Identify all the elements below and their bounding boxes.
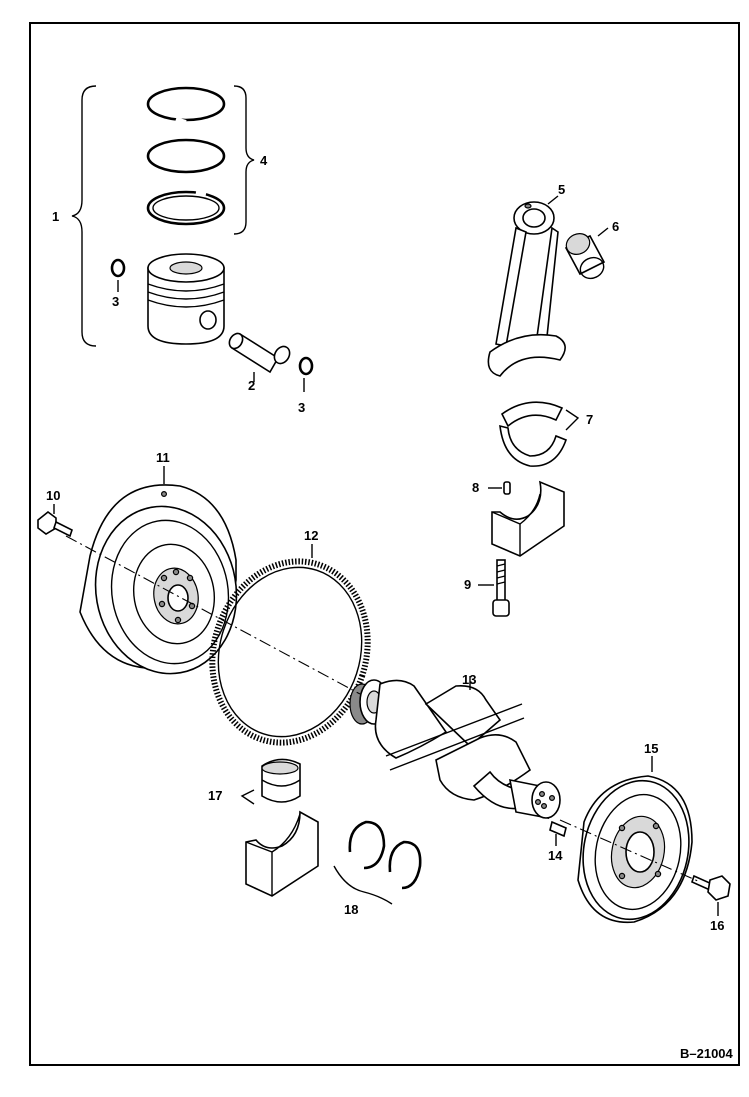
callout-2: 2: [248, 378, 255, 393]
small-end-bushing: [564, 227, 609, 280]
callout-9: 9: [464, 577, 471, 592]
figure-reference: B–21004: [680, 1046, 734, 1061]
snap-ring-left: [110, 258, 126, 292]
crankshaft-key: [549, 820, 567, 846]
piston-ring-oil: [146, 190, 226, 226]
flywheel: [79, 466, 238, 675]
callout-11: 11: [156, 450, 170, 465]
callout-12: 12: [304, 528, 318, 543]
crankshaft: [349, 676, 561, 820]
rod-bearing-lower: [499, 409, 580, 467]
callout-7: 7: [586, 412, 593, 427]
callout-14: 14: [548, 848, 563, 863]
piston: [147, 253, 225, 345]
pulley-bolt: [691, 874, 731, 916]
callout-4: 4: [260, 153, 268, 168]
connecting-rod: [487, 195, 566, 377]
callout-3a: 3: [112, 294, 119, 309]
flywheel-bolt: [37, 504, 73, 538]
piston-pin: [228, 332, 291, 382]
callout-6: 6: [612, 219, 619, 234]
main-bearing-cap: [245, 810, 319, 897]
rod-bearing-upper: [500, 401, 564, 428]
rod-bolt: [478, 559, 510, 617]
assembly-centerlines: [65, 535, 701, 883]
piston-assembly-bracket: [71, 85, 97, 347]
main-bearing-shells: [240, 758, 301, 805]
thrust-washers: [333, 820, 422, 905]
ring-set-bracket: [233, 85, 255, 235]
snap-ring-right: [298, 356, 314, 392]
callout-16: 16: [710, 918, 724, 933]
callout-13: 13: [462, 672, 476, 687]
callout-17: 17: [208, 788, 222, 803]
crankshaft-pulley: [577, 756, 693, 924]
callout-8: 8: [472, 480, 479, 495]
callout-5: 5: [558, 182, 565, 197]
callout-3b: 3: [298, 400, 305, 415]
callout-10: 10: [46, 488, 60, 503]
piston-ring-middle: [146, 138, 226, 174]
callout-1: 1: [52, 209, 59, 224]
dowel-pin: [488, 481, 511, 495]
rod-cap: [491, 480, 565, 557]
piston-ring-top: [146, 86, 226, 124]
ring-gear: [209, 544, 371, 746]
callout-15: 15: [644, 741, 658, 756]
callout-18: 18: [344, 902, 358, 917]
